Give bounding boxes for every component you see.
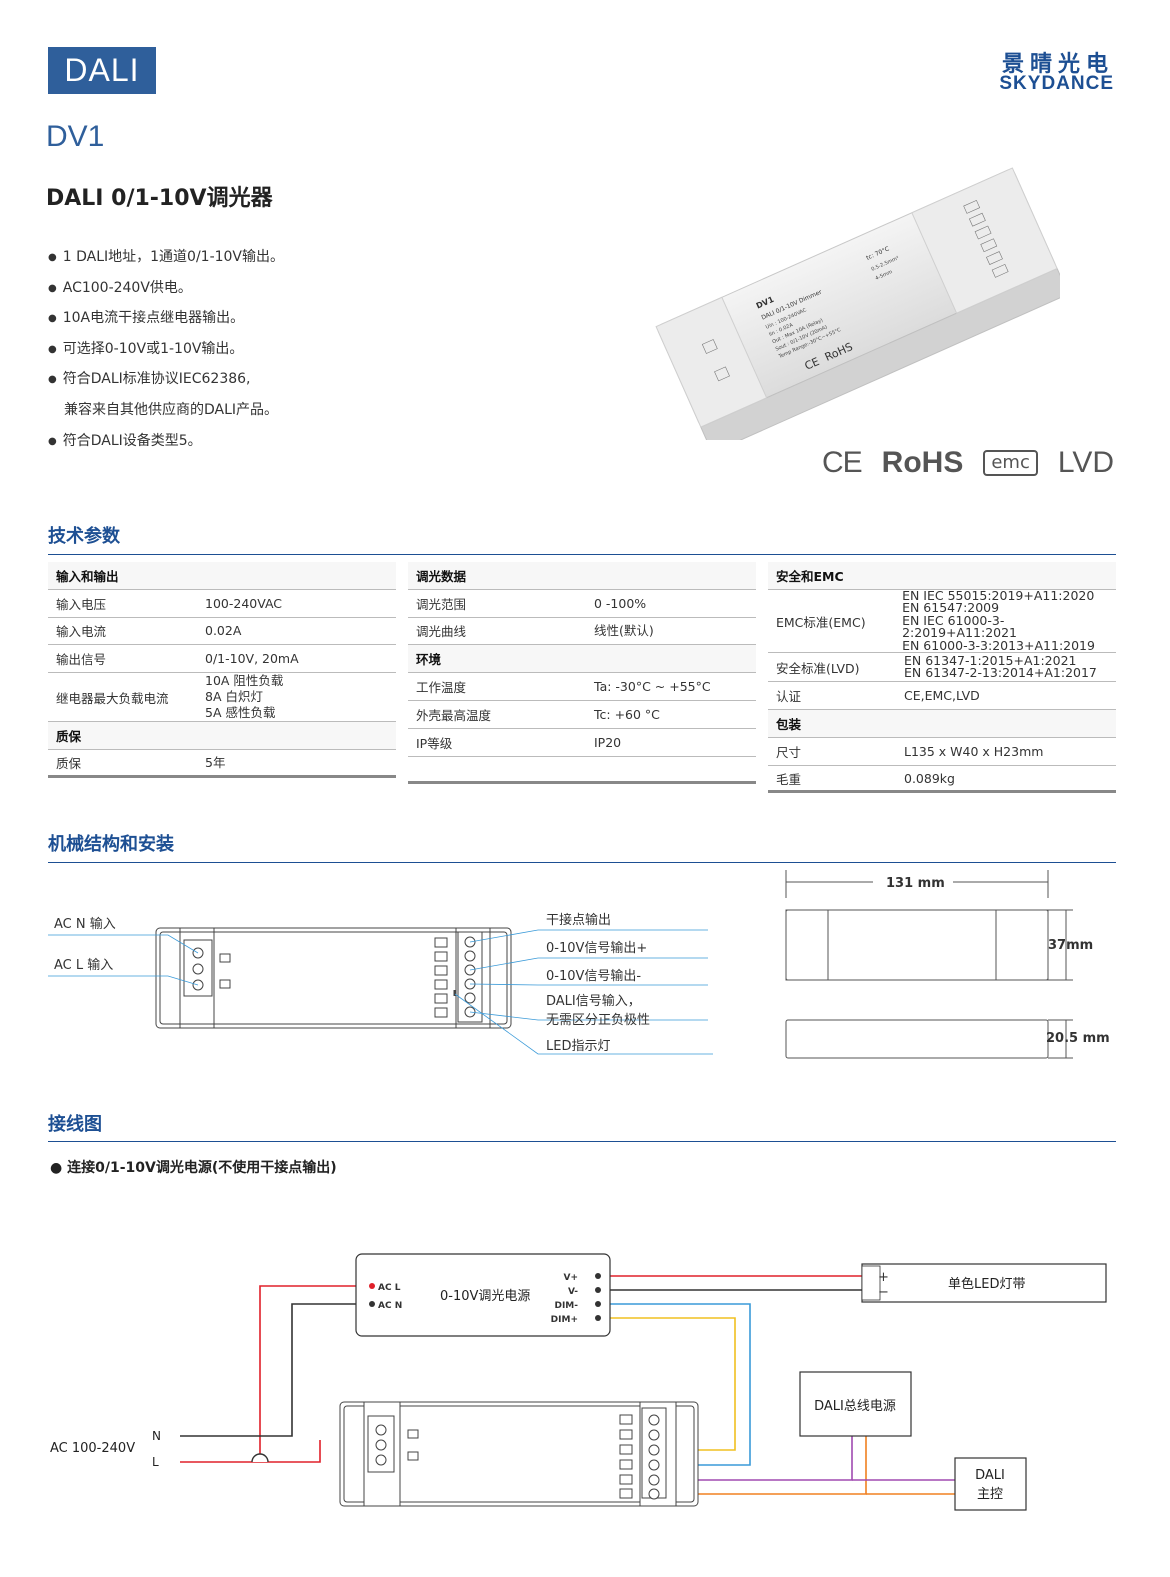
lvd-mark: LVD	[1057, 446, 1114, 479]
wiring-bullet-text: 连接0/1-10V调光电源(不使用干接点输出)	[67, 1160, 337, 1176]
certification-marks: CE RoHS emc LVD	[822, 443, 1114, 483]
strip-minus: −	[878, 1285, 889, 1300]
feature-item: AC100-240V供电。	[48, 274, 284, 305]
feature-item: 兼容来自其他供应商的DALI产品。	[64, 401, 279, 418]
label-dali-in: DALI信号输入，	[546, 993, 641, 1009]
spec-row: EMC标准(EMC)EN IEC 55015:2019+A11:2020 EN …	[768, 589, 1116, 654]
strip-plus: +	[878, 1270, 889, 1285]
ce-mark: CE	[821, 446, 863, 479]
feature-item: 10A电流干接点继电器输出。	[48, 304, 284, 335]
rohs-mark: RoHS	[881, 446, 964, 479]
feature-item: 符合DALI设备类型5。	[48, 427, 284, 458]
dali-bus-psu-box	[799, 1371, 912, 1437]
psu-title: 0-10V调光电源	[440, 1289, 530, 1304]
section-title-mech: 机械结构和安装	[48, 834, 174, 855]
spec-group-header: 包装	[768, 710, 1116, 738]
page-title: DALI 0/1-10V调光器	[46, 186, 273, 211]
product-photo: DV1 DALI 0/1-10V Dimmer Uin : 100-240VAC…	[655, 167, 1060, 440]
spec-group-header: 输入和输出	[48, 562, 396, 590]
label-dry-contact: 干接点输出	[546, 912, 611, 928]
spec-group-header: 安全和EMC	[768, 562, 1116, 590]
label-ac-n: AC N 输入	[54, 916, 116, 932]
section-divider	[48, 862, 1116, 863]
psu-out-vplus: V+	[563, 1273, 578, 1283]
dali-master-box	[954, 1457, 1027, 1511]
brand-logo: SKYDANCE	[999, 73, 1114, 94]
psu-out-dimplus: DIM+	[551, 1315, 578, 1325]
dali-bus-psu-label: DALI总线电源	[814, 1399, 896, 1414]
label-out-plus: 0-10V信号输出+	[546, 940, 647, 956]
product-ce-mark: CE	[803, 355, 822, 373]
feature-list: 1 DALI地址，1通道0/1-10V输出。 AC100-240V供电。 10A…	[48, 243, 284, 457]
ac-l-label: L	[152, 1455, 159, 1469]
led-strip-box	[861, 1263, 1107, 1303]
dimension-width: 37mm	[1048, 938, 1093, 953]
spec-row: 调光曲线线性(默认)	[408, 618, 756, 646]
section-title-tech: 技术参数	[48, 526, 120, 547]
ac-supply-label: AC 100-240V	[50, 1441, 135, 1456]
spec-table-safety: 安全和EMC EMC标准(EMC)EN IEC 55015:2019+A11:2…	[768, 562, 1116, 794]
dimming-psu-box	[355, 1253, 611, 1337]
spec-row	[408, 757, 756, 785]
psu-out-dimminus: DIM-	[554, 1301, 578, 1311]
emc-mark: emc	[983, 450, 1038, 476]
dimension-height: 20.5 mm	[1046, 1031, 1110, 1046]
dali-master-label: DALI	[975, 1468, 1005, 1483]
ac-n-label: N	[152, 1429, 161, 1443]
dimension-length: 131 mm	[886, 876, 945, 891]
model-number: DV1	[46, 120, 105, 153]
spec-group-header: 调光数据	[408, 562, 756, 590]
psu-out-vminus: V-	[568, 1287, 578, 1297]
label-led-indicator: LED指示灯	[546, 1039, 610, 1054]
psu-ac-l: AC L	[378, 1283, 401, 1293]
section-title-wiring: 接线图	[48, 1114, 102, 1135]
label-ac-l: AC L 输入	[54, 957, 113, 973]
feature-item: 1 DALI地址，1通道0/1-10V输出。	[48, 243, 284, 274]
section-divider	[48, 554, 1116, 555]
wiring-diagram: AC L AC N 0-10V调光电源 V+ V- DIM- DIM+ + − …	[50, 1253, 1107, 1511]
psu-ac-n: AC N	[378, 1301, 402, 1311]
spec-group-header: 环境	[408, 645, 756, 674]
feature-item: 符合DALI标准协议IEC62386,	[48, 365, 284, 396]
brand-chinese: 景晴光电	[1001, 52, 1114, 77]
mechanical-drawing: AC N 输入 AC L 输入 干接点输出 0-10V信号输出+ 0-10V信号…	[48, 870, 1110, 1059]
led-strip-label: 单色LED灯带	[948, 1276, 1025, 1292]
spec-row: 安全标准(LVD)EN 61347-1:2015+A1:2021 EN 6134…	[768, 653, 1116, 683]
wiring-bullet: ● 连接0/1-10V调光电源(不使用干接点输出)	[50, 1160, 337, 1176]
label-out-minus: 0-10V信号输出-	[546, 968, 641, 984]
feature-item: 可选择0-10V或1-10V输出。	[48, 335, 284, 366]
label-dali-polarity: 无需区分正负极性	[546, 1013, 650, 1028]
spec-group-header: 质保	[48, 722, 396, 750]
dali-master-label2: 主控	[977, 1487, 1003, 1502]
section-divider	[48, 1141, 1116, 1142]
dali-badge: DALI	[48, 47, 156, 94]
